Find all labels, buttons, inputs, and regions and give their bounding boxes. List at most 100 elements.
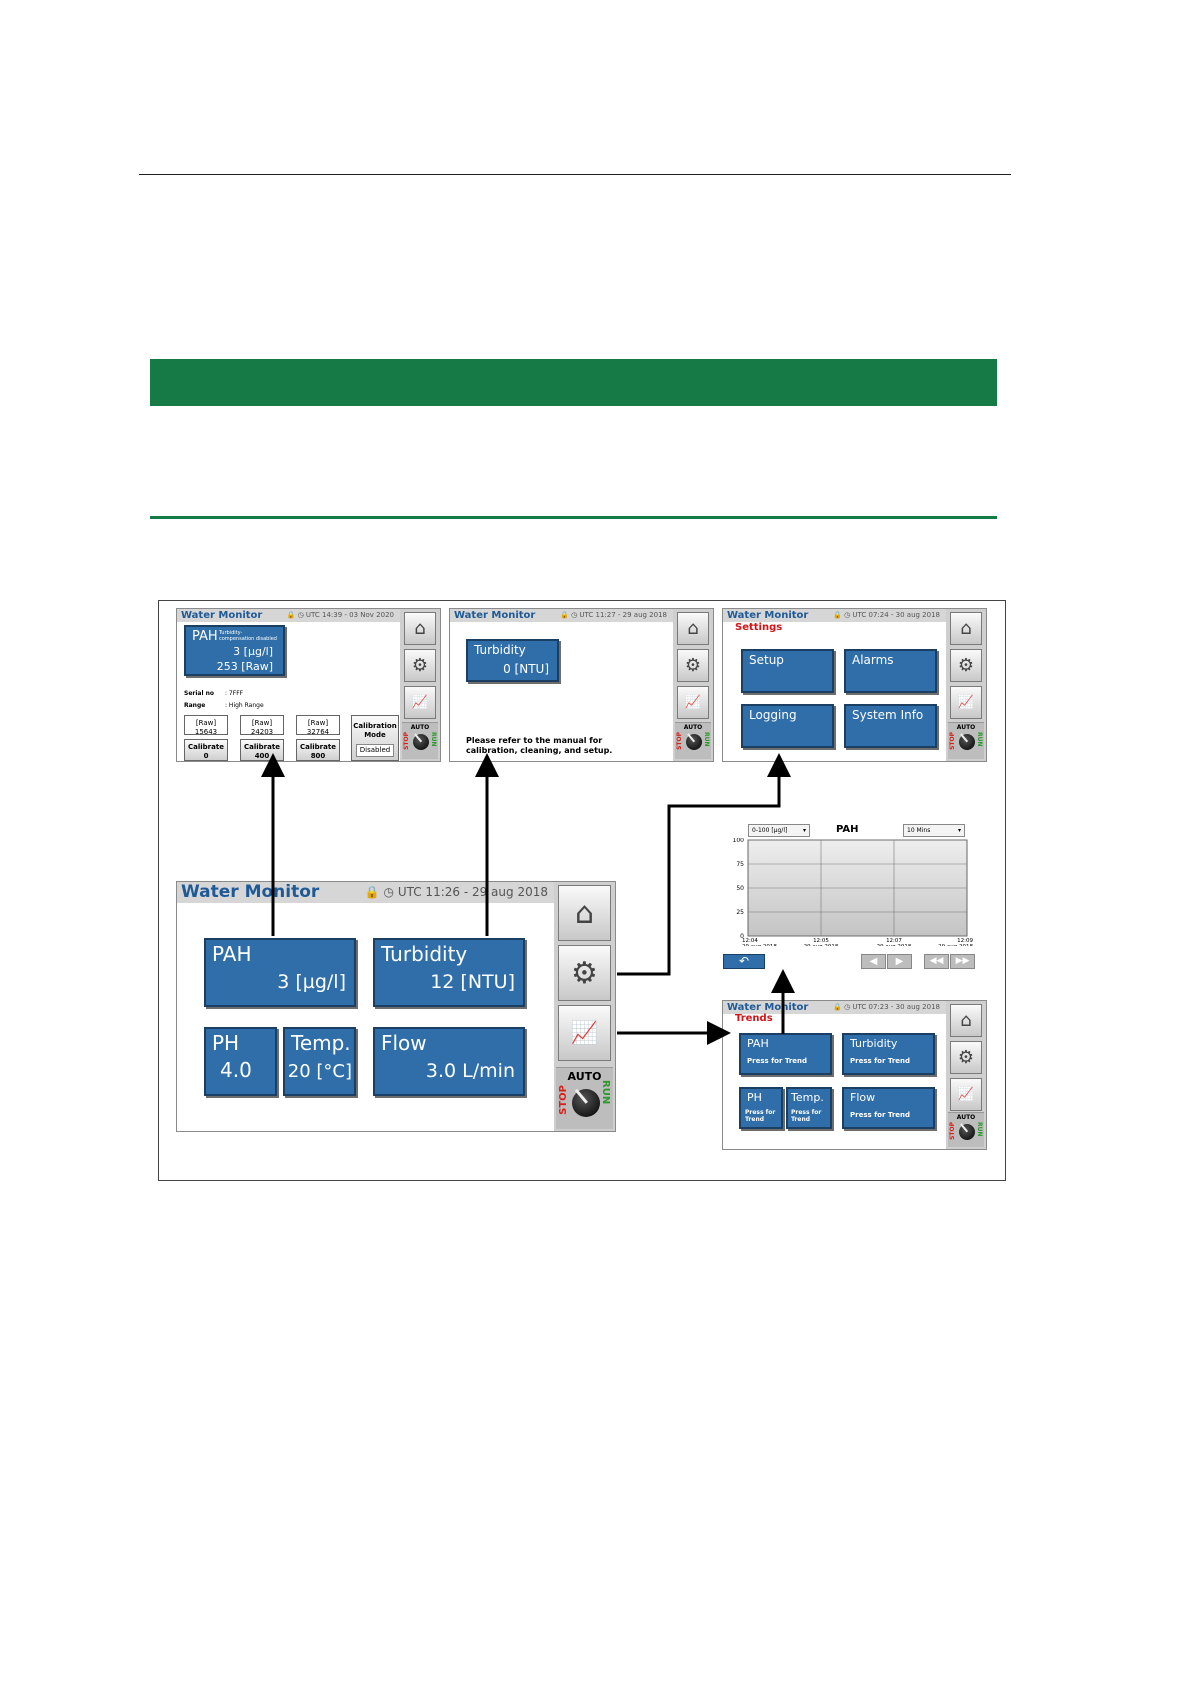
pah-label: PAH [192,629,218,644]
system-info-button[interactable]: System Info [844,704,937,748]
mode-switch[interactable]: AUTO STOP RUN [402,722,438,759]
trend-chart-icon: 📈 [411,695,429,710]
time-span-select[interactable]: 10 Mins▾ [903,824,965,837]
temp-trend-button[interactable]: Temp. Press for Trend [786,1087,832,1129]
ph-tile[interactable]: PH 4.0 [204,1027,277,1096]
logging-button[interactable]: Logging [741,704,834,748]
turbidity-tile[interactable]: Turbidity 0 [NTU] [466,639,559,682]
mode-switch[interactable]: AUTO STOP RUN [948,722,984,759]
setup-button[interactable]: Setup [741,649,834,693]
press-for-trend-label: Press for Trend [850,1057,911,1065]
logging-label: Logging [749,708,797,722]
trends-button[interactable]: 📈 [950,1078,982,1111]
title-bar: Water Monitor 🔒 ◷ UTC 07:23 - 30 aug 201… [723,1001,946,1014]
trends-button[interactable]: 📈 [404,686,436,719]
pah-calibration-screen: Water Monitor 🔒 ◷ UTC 14:39 - 03 Nov 202… [176,608,441,762]
gear-icon: ⚙ [957,1047,975,1068]
press-for-trend-label: Press for Trend [745,1109,776,1123]
jump-start-button[interactable]: ◀◀ [924,954,949,969]
arrow-left-icon: ◀ [869,956,878,967]
trend-chart-icon: 📈 [957,695,975,710]
flow-tile[interactable]: Flow 3.0 L/min [373,1027,525,1096]
app-title: Water Monitor [727,1002,809,1013]
navigation-arrows [261,753,795,1045]
trends-screen: Water Monitor 🔒 ◷ UTC 07:23 - 30 aug 201… [722,1000,987,1150]
mode-dial-icon [959,734,975,750]
nav-panel: ⌂ ⚙ 📈 AUTO STOP RUN [673,609,713,761]
pah-label: PAH [212,942,252,966]
x-tick-date-label: 29 aug 2018 [938,944,973,946]
app-title: Water Monitor [727,610,809,621]
flow-label: Flow [381,1031,427,1055]
jump-end-button[interactable]: ▶▶ [950,954,975,969]
mode-dial-icon [959,1124,975,1140]
mode-switch[interactable]: AUTO STOP RUN [556,1067,613,1129]
settings-button[interactable]: ⚙ [404,649,436,682]
serial-value: : 7FFF [225,690,244,697]
raw-readout-800: [Raw]32764 [296,715,340,736]
y-tick-label: 25 [736,909,744,916]
scroll-left-button[interactable]: ◀ [861,954,886,969]
range-label: Range [184,702,206,709]
back-button[interactable]: ↶ [723,954,765,969]
run-label: RUN [976,1122,983,1137]
app-title: Water Monitor [181,610,263,621]
serial-label: Serial no [184,690,214,697]
run-label: RUN [600,1080,611,1105]
alarms-label: Alarms [852,653,894,667]
pah-trend-button[interactable]: PAH Press for Trend [739,1033,832,1075]
raw-readout-400: [Raw]24203 [240,715,284,736]
turbidity-tile[interactable]: Turbidity 12 [NTU] [373,938,525,1007]
pah-value: 3 [µg/l] [233,645,273,658]
home-button[interactable]: ⌂ [950,1004,982,1037]
app-title: Water Monitor [454,610,536,621]
ph-trend-button[interactable]: PH Press for Trend [739,1087,783,1129]
mode-switch[interactable]: AUTO STOP RUN [948,1112,984,1147]
x-tick-time-label: 12:05 [813,938,829,944]
nav-panel: ⌂ ⚙ 📈 AUTO STOP RUN [946,1001,986,1149]
scroll-right-button[interactable]: ▶ [887,954,912,969]
settings-button[interactable]: ⚙ [558,945,611,1001]
alarms-button[interactable]: Alarms [844,649,937,693]
trends-button[interactable]: 📈 [558,1005,611,1061]
y-tick-label: 50 [736,885,744,892]
pah-tile[interactable]: PAH 3 [µg/l] [204,938,356,1007]
trends-button[interactable]: 📈 [677,686,709,719]
settings-button[interactable]: ⚙ [950,1041,982,1074]
press-for-trend-label: Press for Trend [791,1109,822,1123]
auto-label: AUTO [956,1114,976,1121]
title-bar: Water Monitor 🔒 ◷ UTC 14:39 - 03 Nov 202… [177,609,400,622]
mode-switch[interactable]: AUTO STOP RUN [675,722,711,759]
range-select[interactable]: 0-100 [µg/l]▾ [748,824,810,837]
x-tick-date-label: 29 aug 2018 [877,944,912,946]
trend-chart-icon: 📈 [957,1087,975,1102]
temp-tile[interactable]: Temp. 20 [°C] [283,1027,356,1096]
home-button[interactable]: ⌂ [950,612,982,645]
home-button[interactable]: ⌂ [558,885,611,941]
home-button[interactable]: ⌂ [677,612,709,645]
flow-trend-button[interactable]: Flow Press for Trend [842,1087,935,1129]
run-label: RUN [976,732,983,747]
flow-label: Flow [850,1091,876,1104]
x-tick-time-label: 12:07 [886,938,902,944]
gear-icon: ⚙ [957,655,975,676]
home-icon: ⌂ [687,618,699,639]
title-bar: Water Monitor 🔒 ◷ UTC 11:27 - 29 aug 201… [450,609,673,622]
trends-button[interactable]: 📈 [950,686,982,719]
nav-panel: ⌂ ⚙ 📈 AUTO STOP RUN [554,882,615,1131]
turbidity-trend-button[interactable]: Turbidity Press for Trend [842,1033,935,1075]
ph-label: PH [747,1091,762,1104]
home-button[interactable]: ⌂ [404,612,436,645]
x-tick-date-label: 29 aug 2018 [742,944,777,946]
pah-tile[interactable]: PAH Turbidity- compensation disabled 3 [… [184,625,285,676]
system-info-label: System Info [852,708,924,722]
settings-button[interactable]: ⚙ [950,649,982,682]
setup-label: Setup [749,653,784,667]
range-value: : High Range [225,702,264,709]
temp-value: 20 [°C] [287,1061,352,1082]
settings-button[interactable]: ⚙ [677,649,709,682]
